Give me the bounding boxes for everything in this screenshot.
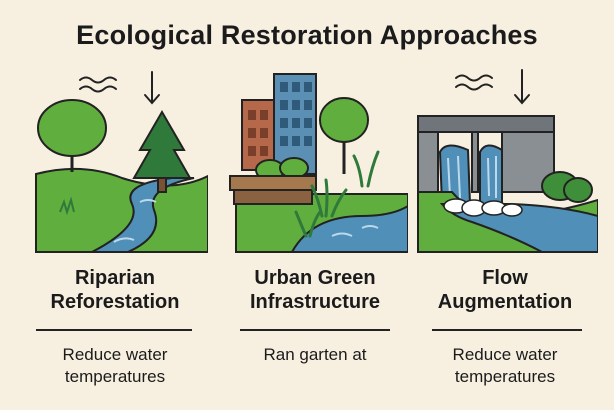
page-title: Ecological Restoration Approaches (76, 20, 538, 50)
pond (290, 204, 408, 253)
flow-illustration (417, 69, 598, 253)
approach-heading: Flow Augmentation (437, 267, 573, 313)
approach-description: Ran garten at (263, 345, 367, 364)
planter-box (229, 157, 317, 205)
tower-building-icon (273, 73, 317, 175)
waves-icon (455, 74, 493, 91)
river (439, 203, 598, 253)
bush-icon (541, 171, 593, 203)
foam (443, 198, 523, 217)
water-release (438, 144, 503, 205)
arrow-down-icon (144, 71, 160, 105)
pine-tree-icon (132, 110, 192, 193)
tree-icon (319, 97, 369, 174)
approach-description: Reduce water temperatures (452, 345, 558, 386)
urban-illustration (229, 73, 408, 253)
approach-card-riparian: Riparian Reforestation Reduce water temp… (22, 66, 208, 406)
divider (36, 329, 192, 331)
approach-card-flow: Flow Augmentation Reduce water temperatu… (412, 66, 598, 406)
riparian-illustration (35, 71, 208, 253)
deciduous-tree-icon (37, 99, 107, 172)
waves-icon (79, 76, 117, 93)
dam-icon (417, 115, 555, 193)
approach-card-urban: Urban Green Infrastructure Ran garten at (222, 66, 408, 406)
divider (240, 329, 390, 331)
approach-heading: Urban Green Infrastructure (249, 267, 381, 313)
approach-description: Reduce water temperatures (62, 345, 168, 386)
arrow-down-icon (514, 69, 530, 105)
approach-heading: Riparian Reforestation (50, 267, 180, 313)
divider (432, 329, 582, 331)
reeds-icon (294, 150, 380, 238)
